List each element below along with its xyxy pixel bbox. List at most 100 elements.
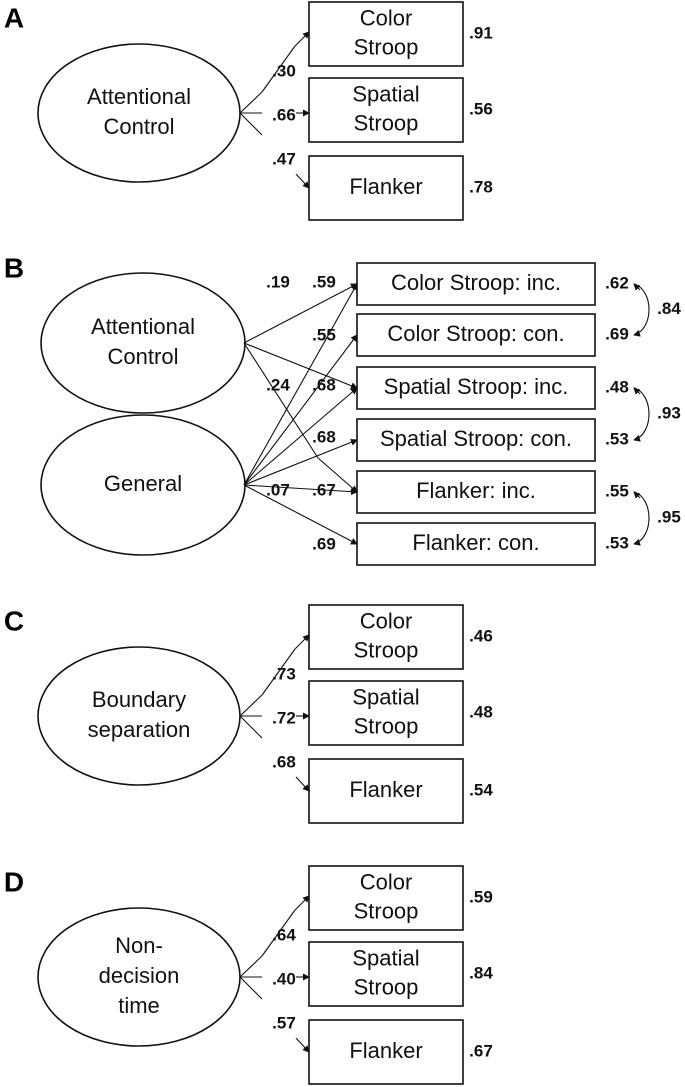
indicator-label: Stroop	[354, 34, 419, 59]
indicator-label: Spatial Stroop: inc.	[384, 374, 569, 399]
loading-value: .30	[272, 61, 296, 80]
reliability-value: .84	[469, 963, 493, 982]
reliability-value: .46	[469, 626, 493, 645]
factor-label: General	[104, 471, 182, 496]
general-loading-arrow	[243, 484, 358, 496]
reliability-value: .53	[605, 533, 629, 552]
ac-loading-path	[243, 342, 319, 459]
indicator-label: Spatial	[352, 945, 419, 970]
loading-value: .68	[312, 427, 336, 446]
panel-label: B	[4, 252, 24, 283]
indicator-label: Stroop	[354, 713, 419, 738]
reliability-value: .78	[469, 177, 493, 196]
loading-path	[261, 45, 296, 93]
loading-value: .47	[272, 149, 296, 168]
residual-correlation-arc-head	[633, 283, 641, 291]
indicator-label: Flanker	[349, 174, 422, 199]
loading-value: .19	[266, 272, 290, 291]
loading-value: .64	[272, 925, 296, 944]
loading-path	[239, 976, 263, 1000]
residual-correlation-arc	[633, 283, 650, 337]
loading-value: .57	[272, 1013, 296, 1032]
loading-arrow	[294, 895, 310, 911]
factor-label: time	[118, 993, 160, 1018]
factor-label: Control	[104, 114, 175, 139]
loading-path	[239, 694, 263, 717]
reliability-value: .53	[605, 429, 629, 448]
general-loading-arrow	[243, 283, 358, 486]
indicator-label: Spatial	[352, 684, 419, 709]
residual-correlation-arc	[633, 491, 650, 546]
indicator-label: Flanker: inc.	[416, 478, 536, 503]
indicator-label: Color	[360, 608, 413, 633]
correlation-value: .95	[657, 507, 681, 526]
indicator-box	[308, 155, 464, 221]
indicator-box	[308, 865, 464, 931]
loading-arrow	[295, 776, 310, 792]
general-loading-arrow	[243, 387, 358, 486]
indicator-label: Stroop	[354, 110, 419, 135]
indicator-box	[308, 758, 464, 824]
loading-path	[239, 112, 263, 136]
residual-correlation-arc-head	[633, 387, 641, 395]
general-loading-arrow	[243, 438, 358, 486]
factor-label: Non-	[115, 933, 163, 958]
residual-correlation-arc-head	[633, 491, 641, 499]
loading-path	[261, 648, 296, 696]
loading-value: .24	[266, 375, 290, 394]
panel-label: A	[4, 2, 24, 33]
loading-value: .66	[272, 105, 296, 124]
loading-path	[239, 715, 263, 739]
loading-arrow	[295, 1037, 310, 1053]
indicator-box	[308, 1019, 464, 1085]
loading-arrow	[294, 634, 310, 650]
reliability-value: .59	[469, 887, 493, 906]
loading-value: .40	[272, 969, 296, 988]
panel-label: D	[4, 866, 24, 897]
loading-value: .67	[312, 480, 336, 499]
reliability-value: .48	[605, 377, 629, 396]
factor-label: separation	[88, 717, 191, 742]
reliability-value: .62	[605, 273, 629, 292]
indicator-box	[308, 77, 464, 143]
loading-value: .68	[312, 375, 336, 394]
indicator-label: Color	[360, 869, 413, 894]
indicator-box	[356, 418, 596, 462]
loading-path	[261, 909, 296, 957]
loading-value: .59	[312, 272, 336, 291]
residual-correlation-arc	[633, 387, 650, 442]
indicator-box	[308, 1, 464, 67]
indicator-box	[308, 941, 464, 1007]
loading-value: .69	[312, 534, 336, 553]
correlation-value: .84	[657, 299, 681, 318]
factor-label: decision	[99, 963, 180, 988]
loading-value: .68	[272, 752, 296, 771]
reliability-value: .91	[469, 23, 493, 42]
factor-label: Attentional	[87, 84, 191, 109]
reliability-value: .69	[605, 324, 629, 343]
general-loading-arrow	[243, 484, 358, 545]
indicator-label: Spatial	[352, 81, 419, 106]
indicator-label: Stroop	[354, 637, 419, 662]
indicator-label: Color Stroop: inc.	[391, 270, 561, 295]
indicator-box	[356, 366, 596, 410]
indicator-box	[356, 522, 596, 566]
loading-path	[239, 91, 263, 114]
general-loading-arrow	[243, 334, 358, 486]
correlation-value: .93	[657, 403, 681, 422]
indicator-box	[356, 262, 596, 306]
indicator-label: Color	[360, 5, 413, 30]
indicator-label: Color Stroop: con.	[387, 321, 564, 346]
indicator-label: Stroop	[354, 898, 419, 923]
reliability-value: .48	[469, 702, 493, 721]
loading-value: .07	[266, 480, 290, 499]
indicator-label: Flanker: con.	[412, 530, 539, 555]
loading-path	[239, 955, 263, 978]
loading-value: .55	[312, 325, 336, 344]
factor-label: Boundary	[92, 687, 186, 712]
loading-arrow	[295, 173, 310, 189]
indicator-box	[356, 313, 596, 357]
